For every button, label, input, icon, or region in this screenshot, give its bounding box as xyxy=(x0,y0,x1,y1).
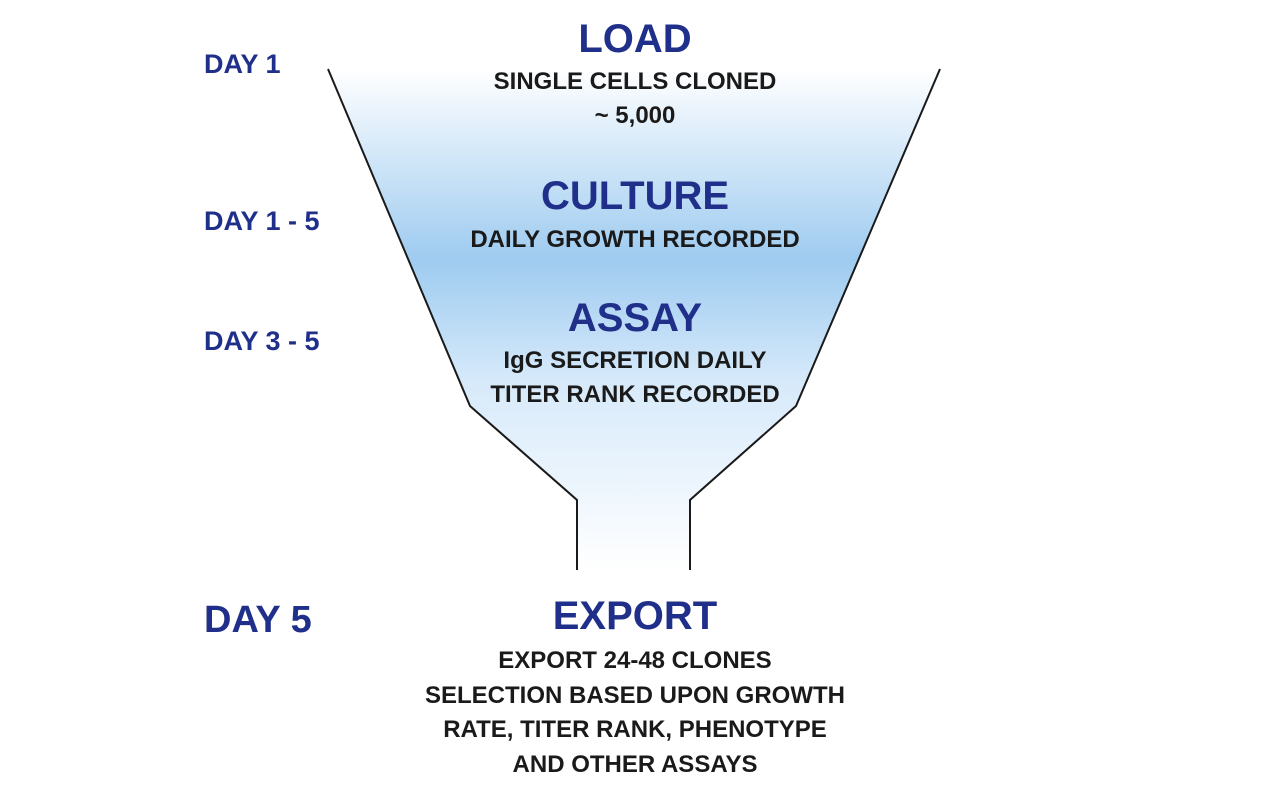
funnel-left-outline xyxy=(327,68,578,570)
load-line: ~ 5,000 xyxy=(594,102,676,129)
culture-line: DAILY GROWTH RECORDED xyxy=(470,226,800,253)
culture-description: DAILY GROWTH RECORDED xyxy=(0,223,1264,257)
assay-title: ASSAY xyxy=(567,296,703,340)
load-day-label: DAY 1 xyxy=(204,49,281,79)
assay-description: IgG SECRETION DAILY TITER RANK RECORDED xyxy=(0,344,1264,412)
culture-day-label: DAY 1 - 5 xyxy=(204,206,320,236)
export-line: AND OTHER ASSAYS xyxy=(512,750,758,778)
export-line: RATE, TITER RANK, PHENOTYPE xyxy=(443,716,827,743)
export-description: EXPORT 24-48 CLONES SELECTION BASED UPON… xyxy=(0,644,1264,782)
assay-line: TITER RANK RECORDED xyxy=(490,381,780,408)
assay-line: IgG SECRETION DAILY xyxy=(503,347,767,374)
assay-day-label: DAY 3 - 5 xyxy=(204,326,320,356)
culture-title: CULTURE xyxy=(540,174,730,218)
load-title: LOAD xyxy=(578,17,692,61)
load-description: SINGLE CELLS CLONED ~ 5,000 xyxy=(0,65,1264,133)
export-day-label: DAY 5 xyxy=(204,599,312,641)
export-title: EXPORT xyxy=(552,594,718,638)
funnel-right-outline xyxy=(689,68,941,570)
funnel-fill xyxy=(328,69,940,570)
load-line: SINGLE CELLS CLONED xyxy=(493,68,777,95)
export-line: SELECTION BASED UPON GROWTH xyxy=(424,681,845,709)
export-line: EXPORT 24-48 CLONES xyxy=(498,647,772,674)
